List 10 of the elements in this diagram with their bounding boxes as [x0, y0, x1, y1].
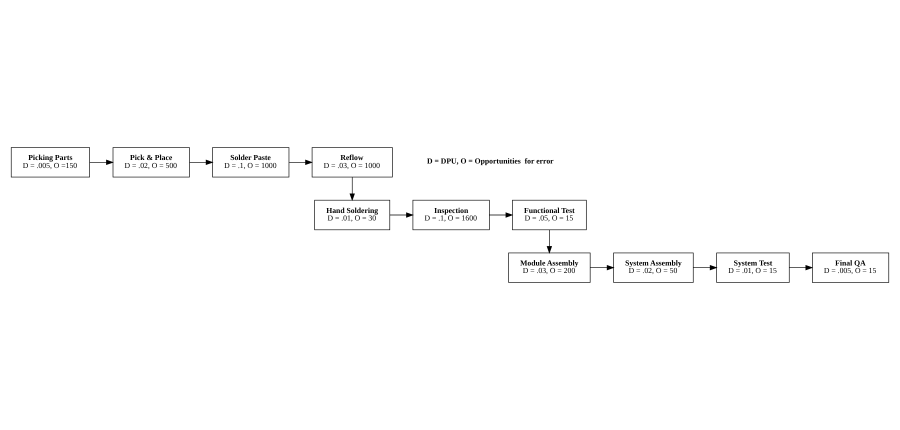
arrow — [89, 160, 114, 166]
arrow — [189, 160, 214, 166]
arrow — [546, 230, 552, 254]
arrow — [288, 160, 313, 166]
arrow — [390, 212, 414, 218]
arrow — [590, 264, 615, 270]
arrow — [788, 264, 814, 270]
arrow — [350, 176, 355, 202]
arrow — [693, 264, 718, 270]
arrow — [489, 212, 514, 218]
